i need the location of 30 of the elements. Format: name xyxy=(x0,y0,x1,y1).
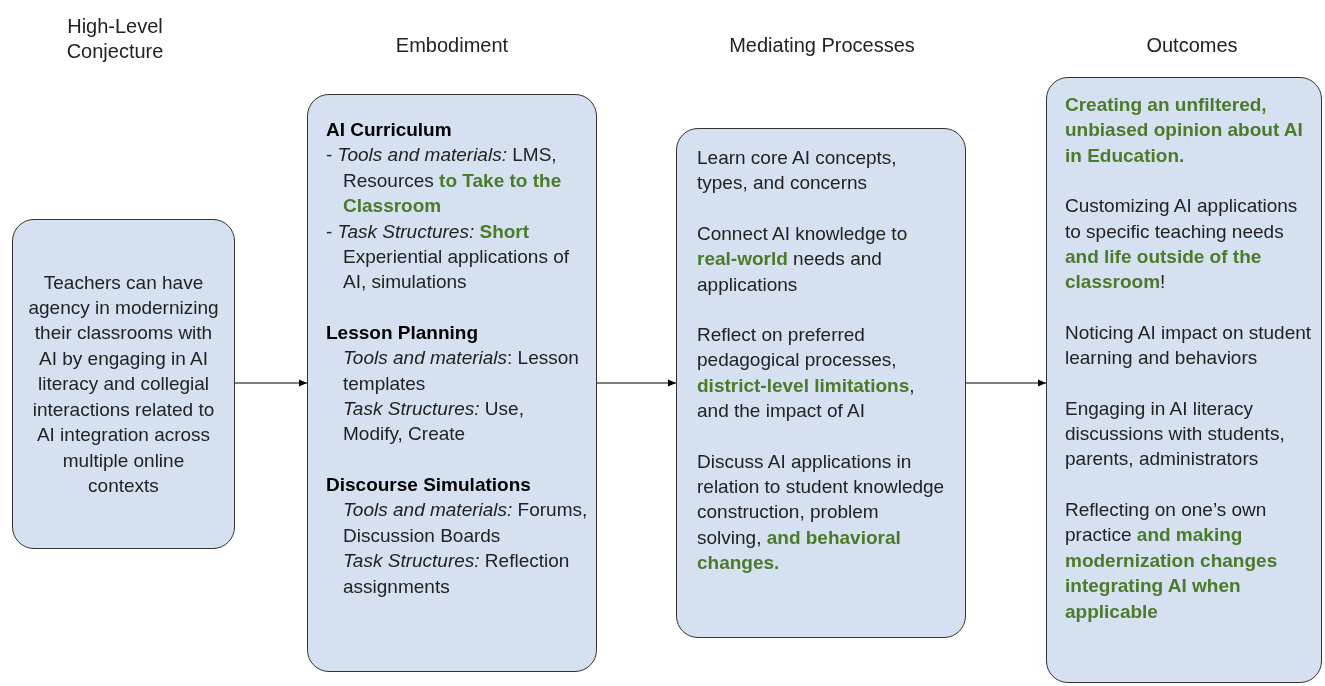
body-text: Engaging in AI literacy discussions with students, parents, administrators xyxy=(1065,396,1286,472)
body-text: Customizing AI applications to specific teaching needs and life outside of the classroom! xyxy=(1065,194,1299,295)
bullet-item: Task Structures: Use, Modify, Create xyxy=(342,397,525,447)
body-text: Reflecting on one’s own practice and making modernization changes integrating AI when applicable xyxy=(1065,497,1279,624)
rounded-box xyxy=(12,219,235,549)
bullet-item: - Tools and materials: LMS, Resources to Take to the Classroom xyxy=(326,143,563,219)
rounded-box xyxy=(676,128,966,638)
bullet-item: Tools and materials: Lesson templates xyxy=(342,346,580,396)
rounded-box xyxy=(1046,77,1322,683)
body-text: Learn core AI concepts, types, and concerns xyxy=(697,146,898,196)
section-heading: Lesson Planning xyxy=(326,320,480,345)
rounded-box xyxy=(307,94,597,672)
column-heading: Embodiment xyxy=(394,33,510,58)
arrow xyxy=(596,379,677,387)
body-text: Discuss AI applications in relation to student knowledge construction, problem solving, and behavioral changes. xyxy=(697,449,945,576)
body-text: Connect AI knowledge to real-world needs and applications xyxy=(697,221,909,297)
arrow xyxy=(234,379,308,387)
body-text: Reflect on preferred pedagogical processes, district-level limitations, and the impact of AI xyxy=(697,323,916,424)
body-text: Noticing AI impact on student learning and behaviors xyxy=(1065,320,1313,371)
section-heading: Discourse Simulations xyxy=(326,472,532,497)
bullet-item: Task Structures: Reflection assignments xyxy=(342,549,571,599)
column-heading: High-Level Conjecture xyxy=(65,14,165,64)
body-text: Creating an unfiltered, unbiased opinion about AI in Education. xyxy=(1065,93,1304,168)
section-heading: AI Curriculum xyxy=(326,118,453,142)
bullet-item: - Task Structures: Short Experiential applications of AI, simulations xyxy=(326,219,571,295)
column-heading: Outcomes xyxy=(1145,33,1239,58)
body-text: Teachers can have agency in modernizing their classrooms with AI by engaging in AI literacy and collegial interactions related to AI integration across multiple online contexts xyxy=(27,270,220,498)
arrow xyxy=(965,379,1047,387)
bullet-item: Tools and materials: Forums, Discussion Boards xyxy=(342,498,588,548)
column-heading: Mediating Processes xyxy=(728,33,916,58)
